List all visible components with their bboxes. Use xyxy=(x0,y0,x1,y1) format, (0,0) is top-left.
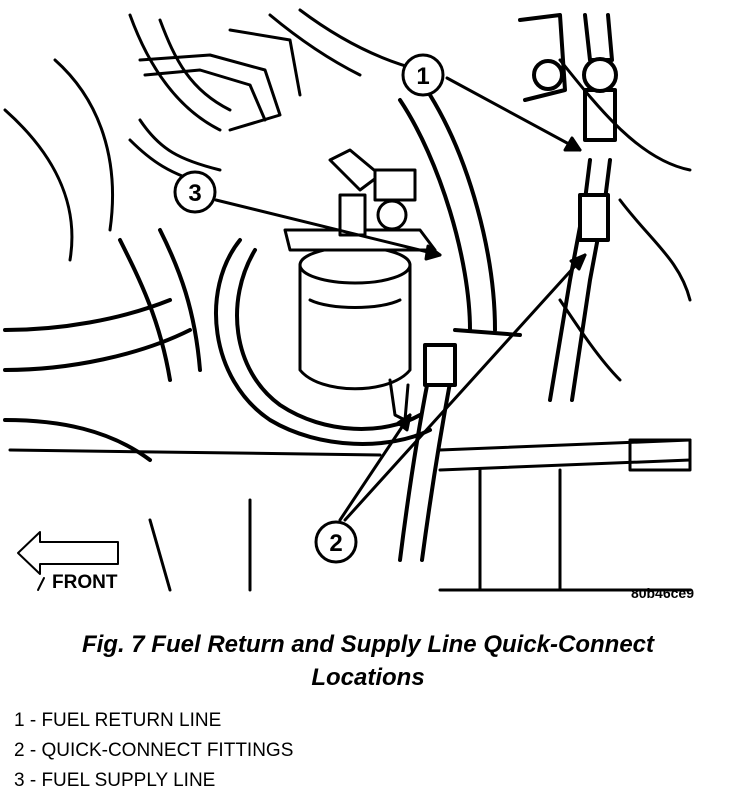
caption-line-1: Fig. 7 Fuel Return and Supply Line Quick… xyxy=(81,631,655,658)
fuel-supply-line xyxy=(398,343,457,562)
callout-3: 3 xyxy=(173,170,217,214)
svg-text:1: 1 xyxy=(416,63,429,90)
callout-1: 1 xyxy=(401,53,445,97)
right-hose xyxy=(518,13,618,402)
callout-2: 2 xyxy=(314,520,358,564)
loop-hose xyxy=(214,238,432,446)
fuel-return-line xyxy=(398,93,522,337)
engine-structure-outline xyxy=(3,8,422,262)
front-label: FRONT xyxy=(52,572,118,593)
figure-caption: Fig. 7 Fuel Return and Supply Line Quick… xyxy=(0,628,736,694)
legend: 1 - FUEL RETURN LINE 2 - QUICK-CONNECT F… xyxy=(14,706,293,796)
svg-text:3: 3 xyxy=(188,180,201,207)
callout-2-leader xyxy=(338,253,587,522)
front-tick xyxy=(37,577,45,591)
legend-item-1: 1 - FUEL RETURN LINE xyxy=(14,710,222,731)
engine-bay-illustration: 1 3 2 FRONT 80b46ce9 xyxy=(3,8,694,601)
fuel-filter xyxy=(283,148,437,422)
callout-3-leader xyxy=(214,198,442,261)
legend-item-2: 2 - QUICK-CONNECT FITTINGS xyxy=(14,740,294,761)
caption-line-2: Locations xyxy=(311,664,425,691)
legend-item-3: 3 - FUEL SUPPLY LINE xyxy=(14,770,216,791)
frame-rail-lower xyxy=(8,438,692,592)
hose-bundle-left xyxy=(3,228,202,462)
svg-text:2: 2 xyxy=(329,530,342,557)
image-code: 80b46ce9 xyxy=(631,585,694,601)
front-arrow-icon xyxy=(17,531,119,575)
callout-1-leader xyxy=(445,76,582,152)
